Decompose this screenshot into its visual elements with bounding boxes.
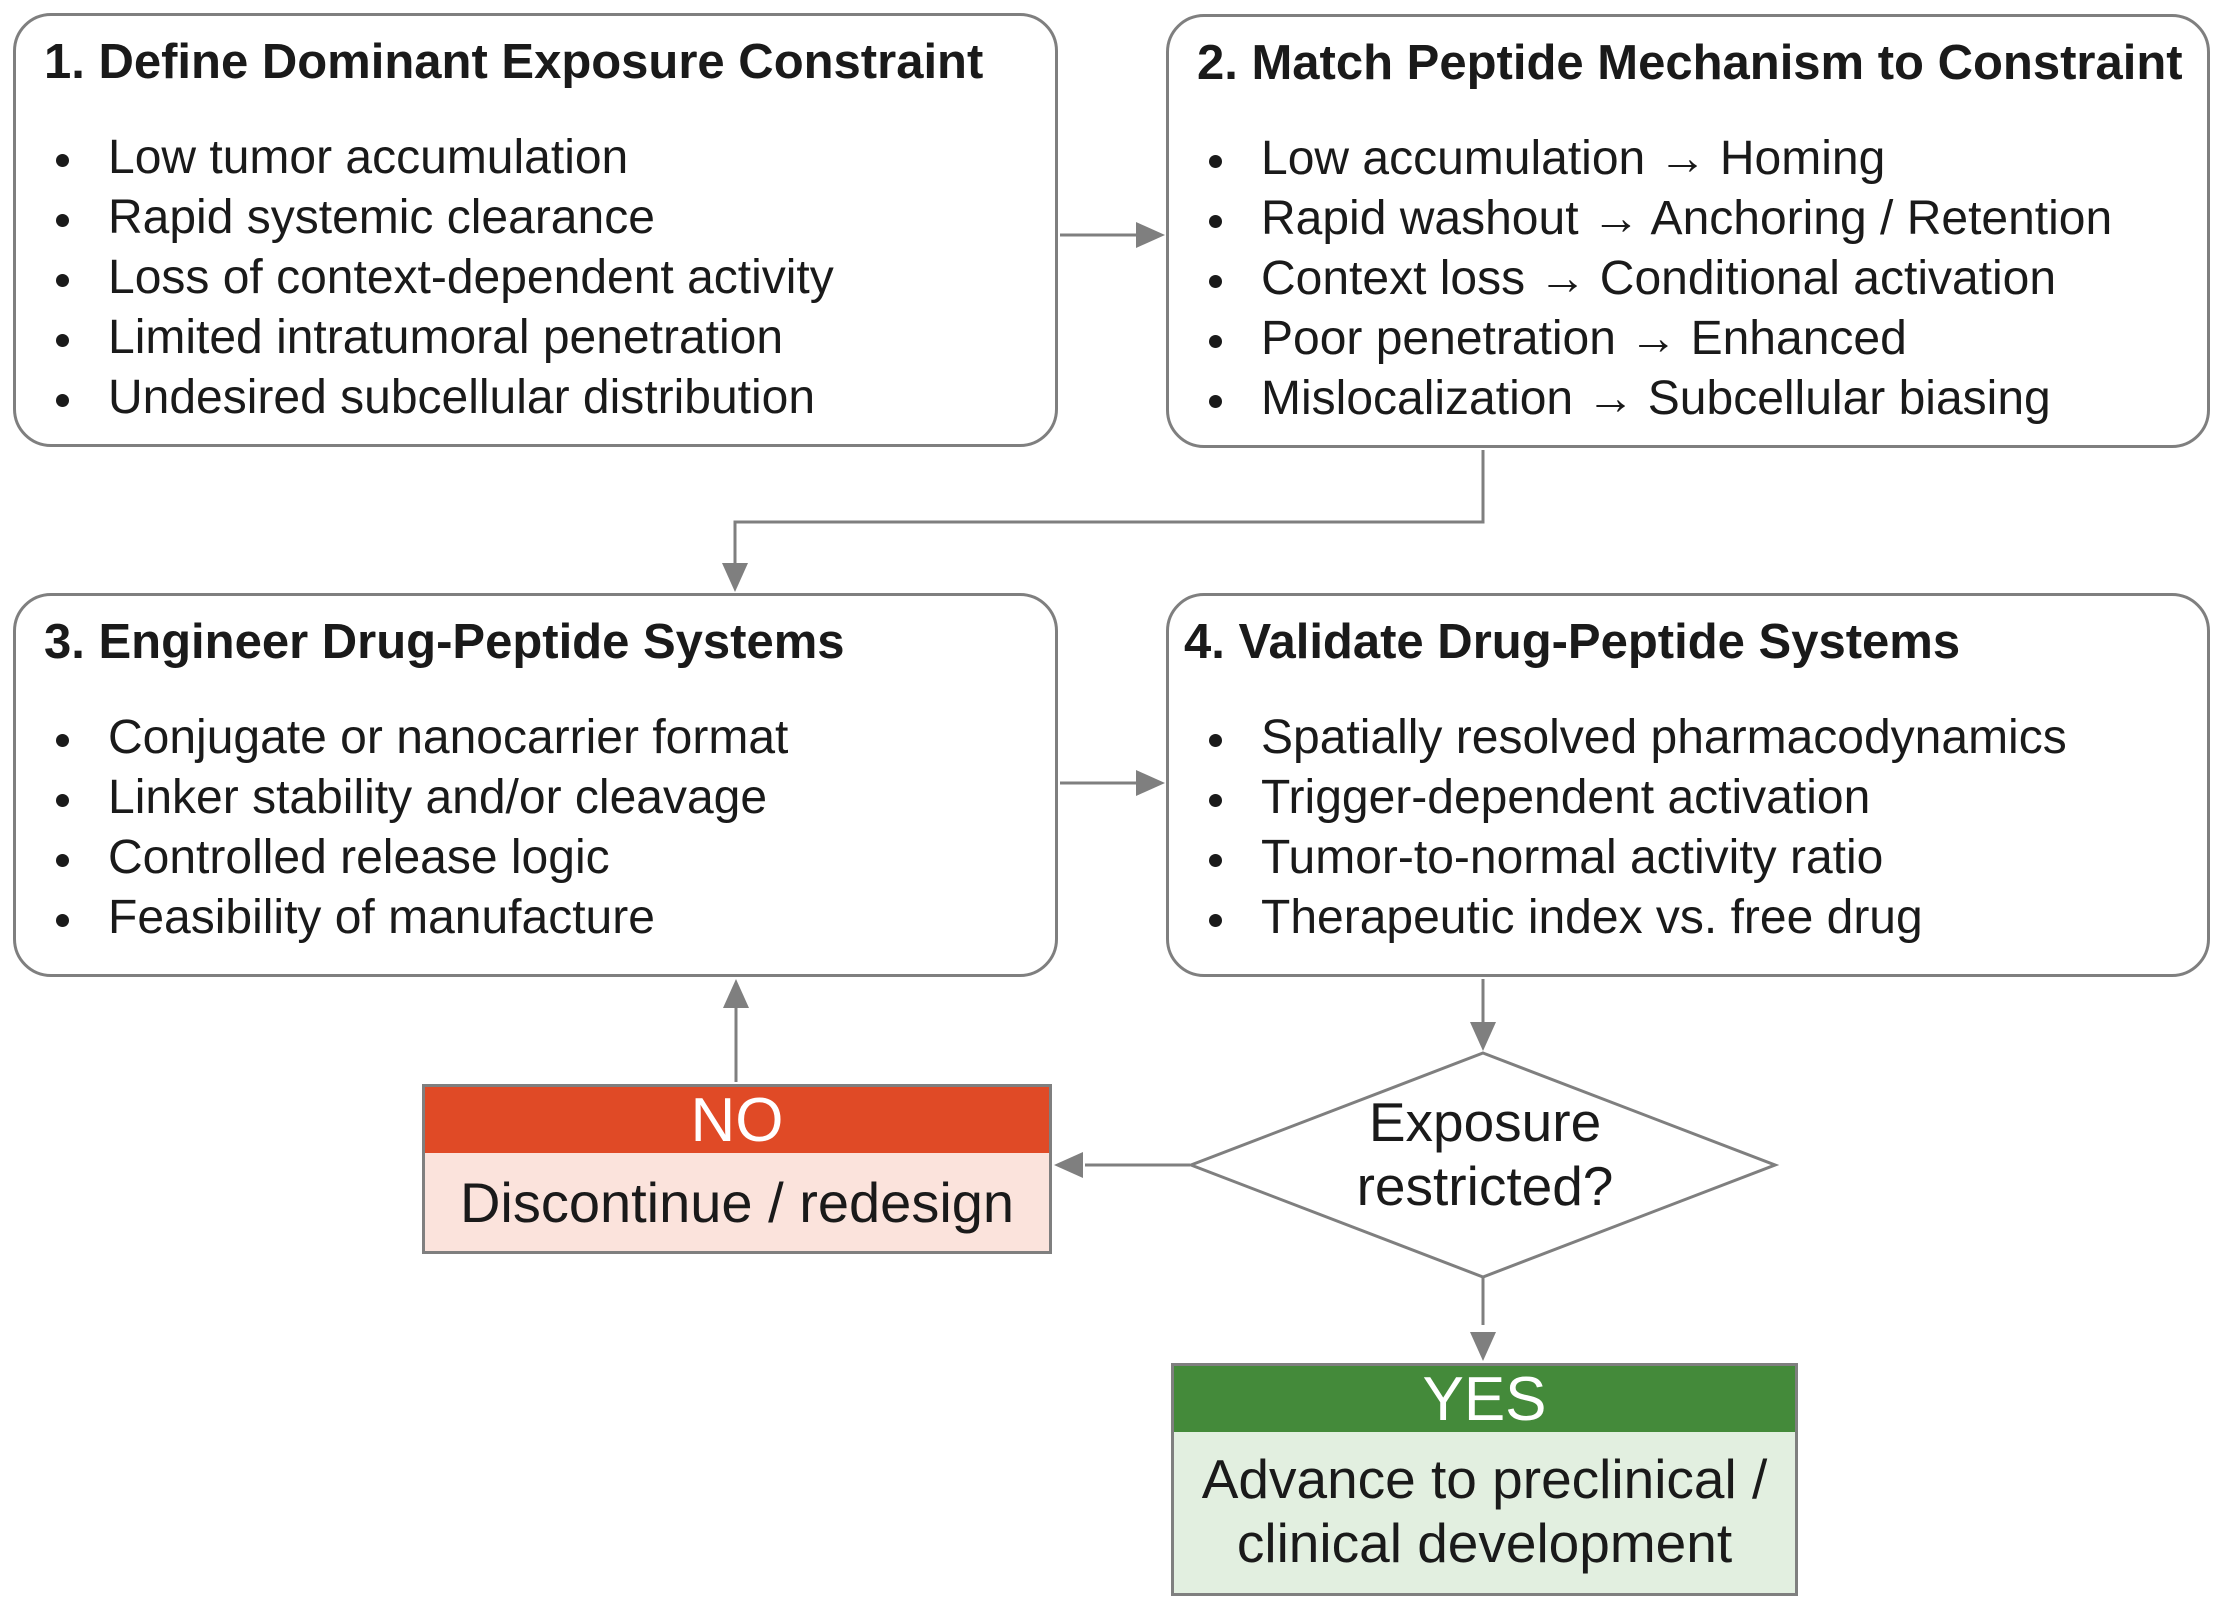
arrowhead-no <box>1054 1152 1083 1178</box>
no-label: NO <box>425 1087 1049 1155</box>
arrowhead-step4 <box>1136 770 1165 796</box>
step-4-list: Spatially resolved pharmacodynamics Trig… <box>1169 708 2067 948</box>
step-2-list: Low accumulation → Homing Rapid washout … <box>1169 129 2112 429</box>
step-1-define-constraint: 1. Define Dominant Exposure Constraint L… <box>13 13 1058 447</box>
arrowhead-yes <box>1470 1332 1496 1361</box>
arrowhead-step3 <box>722 563 748 592</box>
step-4-validate-systems: 4. Validate Drug-Peptide Systems Spatial… <box>1166 593 2210 977</box>
list-item: Controlled release logic <box>16 828 788 888</box>
list-item: Tumor-to-normal activity ratio <box>1169 828 2067 888</box>
yes-outcome-text: Advance to preclinical / clinical develo… <box>1174 1432 1795 1575</box>
list-item: Conjugate or nanocarrier format <box>16 708 788 768</box>
list-item: Loss of context-dependent activity <box>16 248 834 308</box>
yes-outcome-line-1: Advance to preclinical / <box>1201 1448 1768 1510</box>
list-item: Limited intratumoral penetration <box>16 308 834 368</box>
list-item: Low accumulation → Homing <box>1169 129 2112 189</box>
yes-outcome-box: YES Advance to preclinical / clinical de… <box>1171 1363 1798 1596</box>
list-item: Rapid washout → Anchoring / Retention <box>1169 189 2112 249</box>
decision-line-1: Exposure <box>1368 1091 1602 1153</box>
decision-label: Exposure restricted? <box>1281 1090 1689 1218</box>
list-item: Therapeutic index vs. free drug <box>1169 888 2067 948</box>
list-item: Low tumor accumulation <box>16 128 834 188</box>
list-item: Linker stability and/or cleavage <box>16 768 788 828</box>
step-2-match-mechanism: 2. Match Peptide Mechanism to Constraint… <box>1166 14 2210 448</box>
arrowhead-step2 <box>1136 222 1165 248</box>
list-item: Undesired subcellular distribution <box>16 368 834 428</box>
yes-outcome-line-2: clinical development <box>1236 1512 1733 1574</box>
list-item: Spatially resolved pharmacodynamics <box>1169 708 2067 768</box>
step-4-title: 4. Validate Drug-Peptide Systems <box>1184 615 1961 669</box>
step-3-list: Conjugate or nanocarrier format Linker s… <box>16 708 788 948</box>
decision-diamond <box>1186 1051 1780 1279</box>
list-item: Mislocalization → Subcellular biasing <box>1169 369 2112 429</box>
list-item: Trigger-dependent activation <box>1169 768 2067 828</box>
no-outcome-box: NO Discontinue / redesign <box>422 1084 1052 1254</box>
list-item: Poor penetration → Enhanced <box>1169 309 2112 369</box>
yes-label: YES <box>1174 1366 1795 1434</box>
arrowhead-step3-from-no <box>723 979 749 1008</box>
list-item: Context loss → Conditional activation <box>1169 249 2112 309</box>
step-3-title: 3. Engineer Drug-Peptide Systems <box>44 615 845 669</box>
list-item: Feasibility of manufacture <box>16 888 788 948</box>
step-1-list: Low tumor accumulation Rapid systemic cl… <box>16 128 834 428</box>
step-1-title: 1. Define Dominant Exposure Constraint <box>44 35 984 89</box>
step-3-engineer-systems: 3. Engineer Drug-Peptide Systems Conjuga… <box>13 593 1058 977</box>
arrow-step2-to-step3 <box>733 450 1485 565</box>
decision-line-2: restricted? <box>1356 1155 1614 1217</box>
step-2-title: 2. Match Peptide Mechanism to Constraint <box>1197 36 2183 90</box>
arrowhead-decision <box>1470 1022 1496 1051</box>
list-item: Rapid systemic clearance <box>16 188 834 248</box>
no-outcome-text: Discontinue / redesign <box>459 1171 1015 1234</box>
